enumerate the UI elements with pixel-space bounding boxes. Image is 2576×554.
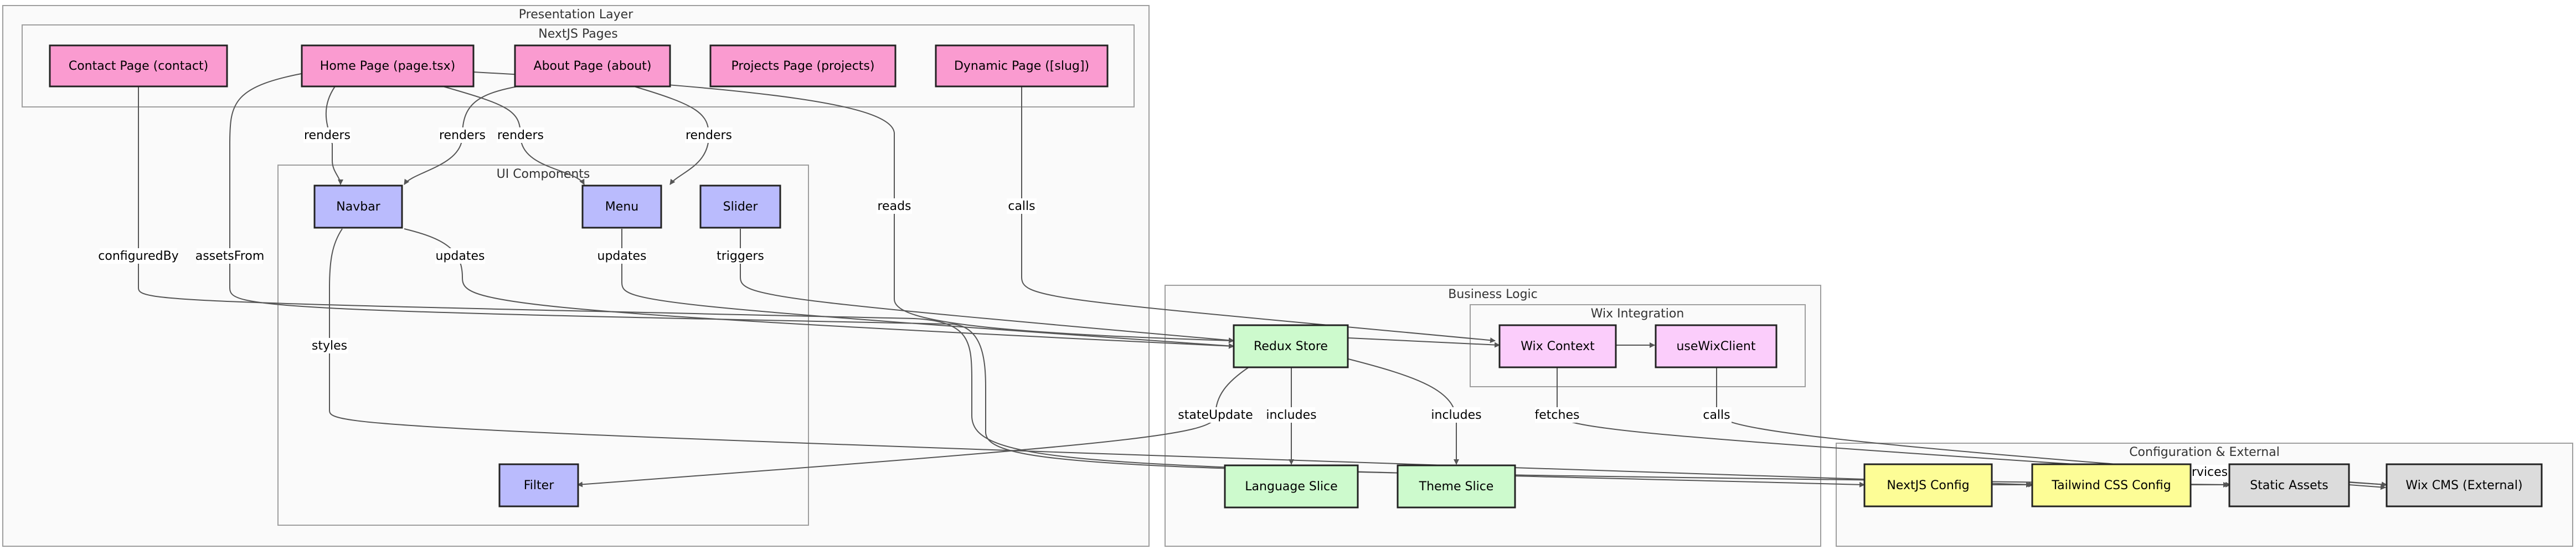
svg-text:Filter: Filter	[524, 479, 554, 493]
node-dynamic-page[interactable]: Dynamic Page ([slug])	[935, 44, 1109, 88]
edge-slider-redux	[740, 229, 1234, 343]
svg-text:useWixClient: useWixClient	[1676, 340, 1755, 353]
edge-label-triggers: triggers	[717, 248, 764, 264]
node-usewixclient[interactable]: useWixClient	[1655, 324, 1778, 368]
edge-label-includes-language: includes	[1266, 407, 1317, 423]
edge-label-includes-theme: includes	[1431, 407, 1482, 423]
edge-assets-wixcms	[2348, 484, 2386, 490]
svg-text:reads: reads	[877, 199, 911, 213]
svg-text:includes: includes	[1431, 408, 1481, 422]
svg-text:fetches: fetches	[1535, 408, 1580, 422]
node-static-assets[interactable]: Static Assets	[2228, 463, 2350, 507]
svg-text:renders: renders	[686, 129, 732, 142]
cluster-title-business: Business Logic	[1448, 288, 1538, 301]
node-filter[interactable]: Filter	[498, 463, 579, 507]
svg-text:triggers: triggers	[717, 249, 764, 263]
svg-text:stateUpdate: stateUpdate	[1178, 408, 1253, 422]
svg-text:Theme Slice: Theme Slice	[1419, 480, 1494, 494]
edge-label-navbar-updates: updates	[435, 248, 485, 264]
edge-label-styles: styles	[311, 338, 348, 353]
svg-text:Wix CMS (External): Wix CMS (External)	[2405, 479, 2522, 493]
edge-label-fetches: fetches	[1535, 407, 1580, 423]
edge-label-dynamic-calls: calls	[1007, 198, 1037, 214]
svg-text:Home Page (page.tsx): Home Page (page.tsx)	[320, 59, 455, 73]
svg-text:Static Assets: Static Assets	[2250, 479, 2328, 493]
svg-text:Wix Context: Wix Context	[1521, 340, 1595, 353]
svg-text:Navbar: Navbar	[336, 200, 380, 214]
svg-text:Language Slice: Language Slice	[1245, 480, 1337, 494]
nodes: Contact Page (contact) Home Page (page.t…	[49, 44, 2543, 509]
node-projects-page[interactable]: Projects Page (projects)	[709, 44, 897, 88]
node-nextjs-config[interactable]: NextJS Config	[1863, 463, 1993, 507]
node-home-page[interactable]: Home Page (page.tsx)	[301, 44, 475, 88]
edge-label-configuredby: configuredBy	[98, 248, 179, 264]
edge-label-usewix-calls: calls	[1702, 407, 1732, 423]
edge-label-about-navbar: renders	[439, 127, 486, 143]
svg-text:Dynamic Page ([slug]): Dynamic Page ([slug])	[954, 59, 1089, 73]
svg-text:Projects Page (projects): Projects Page (projects)	[731, 59, 875, 73]
node-slider[interactable]: Slider	[699, 184, 781, 229]
svg-text:calls: calls	[1008, 199, 1035, 213]
svg-text:Menu: Menu	[605, 200, 638, 214]
node-theme-slice[interactable]: Theme Slice	[1397, 464, 1516, 509]
node-redux-store[interactable]: Redux Store	[1233, 324, 1349, 368]
node-about-page[interactable]: About Page (about)	[514, 44, 671, 88]
svg-text:calls: calls	[1703, 408, 1730, 422]
cluster-title-wix: Wix Integration	[1591, 307, 1684, 321]
svg-text:assetsFrom: assetsFrom	[195, 249, 265, 263]
svg-text:updates: updates	[436, 249, 485, 263]
svg-text:Contact Page (contact): Contact Page (contact)	[69, 59, 208, 73]
edge-label-about-menu: renders	[685, 127, 733, 143]
svg-text:renders: renders	[497, 129, 544, 142]
svg-text:Tailwind CSS Config: Tailwind CSS Config	[2051, 479, 2171, 493]
edge-labels: renders renders renders renders reads ca…	[98, 127, 2230, 479]
cluster-title-config: Configuration & External	[2129, 445, 2280, 459]
svg-text:Redux Store: Redux Store	[1254, 340, 1328, 353]
edge-label-assetsfrom: assetsFrom	[195, 248, 265, 264]
svg-text:About Page (about): About Page (about)	[534, 59, 652, 73]
cluster-title-presentation: Presentation Layer	[519, 8, 633, 22]
edge-menu-redux	[621, 229, 1234, 349]
edge-redux-filter	[577, 367, 1249, 488]
edge-redux-wixcontext	[1348, 337, 1500, 348]
svg-text:renders: renders	[439, 129, 486, 142]
edge-home-redux	[473, 71, 1234, 343]
node-navbar[interactable]: Navbar	[313, 184, 403, 229]
svg-text:updates: updates	[597, 249, 647, 263]
svg-text:NextJS Config: NextJS Config	[1887, 479, 1969, 493]
edge-label-menu-updates: updates	[597, 248, 647, 264]
edge-home-navbar	[325, 86, 343, 185]
svg-text:styles: styles	[312, 339, 347, 353]
svg-text:Slider: Slider	[723, 200, 759, 214]
edge-label-home-menu: renders	[497, 127, 544, 143]
node-wix-cms[interactable]: Wix CMS (External)	[2386, 463, 2543, 507]
node-menu[interactable]: Menu	[581, 184, 662, 229]
cluster-title-nextjs: NextJS Pages	[538, 27, 617, 41]
edge-label-stateupdate: stateUpdate	[1178, 407, 1253, 423]
cluster-title-ui: UI Components	[497, 167, 590, 181]
svg-text:includes: includes	[1266, 408, 1316, 422]
node-tailwind-config[interactable]: Tailwind CSS Config	[2031, 463, 2192, 507]
svg-text:renders: renders	[304, 129, 351, 142]
edge-navbar-tailwind	[329, 228, 2034, 488]
edge-label-home-navbar: renders	[303, 127, 351, 143]
node-contact-page[interactable]: Contact Page (contact)	[49, 44, 228, 88]
node-wix-context[interactable]: Wix Context	[1498, 324, 1617, 368]
svg-text:configuredBy: configuredBy	[98, 249, 178, 263]
edge-label-reads: reads	[877, 198, 912, 214]
node-language-slice[interactable]: Language Slice	[1224, 464, 1359, 509]
